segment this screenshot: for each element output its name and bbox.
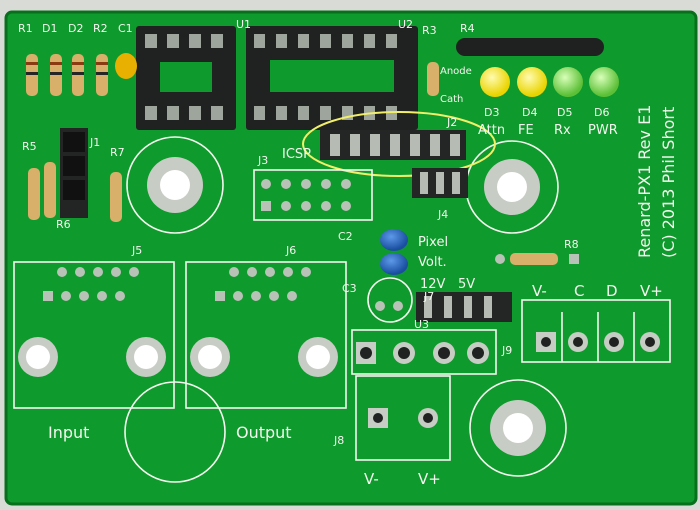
j5-outline bbox=[13, 261, 175, 409]
j3-pins bbox=[261, 179, 351, 211]
j5-pins bbox=[43, 267, 139, 301]
label-j9-vminus: V- bbox=[532, 282, 547, 300]
label-r2: R2 bbox=[93, 22, 108, 35]
u1-ic-socket bbox=[136, 26, 236, 130]
j3-outline bbox=[253, 169, 373, 221]
label-j6: J6 bbox=[285, 244, 296, 257]
label-j5: J5 bbox=[131, 244, 142, 257]
label-j1: J1 bbox=[89, 136, 100, 149]
status-leds bbox=[480, 67, 619, 97]
label-j2: J2 bbox=[446, 116, 457, 129]
c2-capacitors bbox=[380, 229, 408, 275]
u3-pads bbox=[356, 342, 489, 364]
label-icsp: ICSP bbox=[282, 147, 311, 162]
label-j3: J3 bbox=[257, 154, 268, 167]
j9-pads bbox=[536, 332, 660, 352]
label-j9-vplus: V+ bbox=[640, 282, 663, 300]
u2-ic-socket bbox=[246, 26, 418, 130]
mounting-hole-bottom-right bbox=[469, 379, 567, 477]
label-r3: R3 bbox=[422, 24, 437, 37]
label-j7: J7 bbox=[423, 290, 434, 303]
mounting-hole-top-left bbox=[126, 136, 224, 234]
label-volt: Volt. bbox=[418, 255, 447, 270]
j8-pads bbox=[368, 408, 438, 428]
label-d1: D1 bbox=[42, 22, 57, 35]
label-r5: R5 bbox=[22, 140, 37, 153]
label-c3: C3 bbox=[342, 282, 357, 295]
label-r1: R1 bbox=[18, 22, 33, 35]
j6-jack-holes bbox=[190, 337, 338, 377]
label-fe: FE bbox=[518, 123, 534, 138]
label-c1: C1 bbox=[118, 22, 133, 35]
label-j8-vminus: V- bbox=[364, 470, 379, 488]
r8-resistor bbox=[510, 253, 558, 265]
label-u2: U2 bbox=[398, 18, 413, 31]
label-rx: Rx bbox=[554, 123, 571, 138]
label-j9-d: D bbox=[606, 282, 618, 300]
j8-outline bbox=[355, 375, 451, 461]
io-circle-outline bbox=[124, 381, 226, 483]
label-r8: R8 bbox=[564, 238, 579, 251]
highlight-ellipse bbox=[302, 111, 496, 177]
j9-outline bbox=[521, 299, 671, 363]
label-c2: C2 bbox=[338, 230, 353, 243]
board-copyright: (C) 2013 Phil Short bbox=[659, 107, 678, 258]
label-d2: D2 bbox=[68, 22, 83, 35]
j6-pins bbox=[215, 267, 311, 301]
j5-jack-holes bbox=[18, 337, 166, 377]
r3-resistor bbox=[427, 62, 439, 96]
label-r6: R6 bbox=[56, 218, 71, 231]
label-d6: D6 bbox=[594, 106, 609, 119]
j4-header bbox=[412, 168, 468, 198]
label-output: Output bbox=[236, 423, 292, 442]
label-anode: Anode bbox=[440, 66, 472, 77]
label-input: Input bbox=[48, 423, 89, 442]
label-u1: U1 bbox=[236, 18, 251, 31]
j7-voltage-header bbox=[416, 292, 512, 322]
label-j9-c: C bbox=[574, 282, 584, 300]
label-r7: R7 bbox=[110, 146, 125, 159]
mounting-hole-top-right bbox=[465, 140, 559, 234]
label-j8-vplus: V+ bbox=[418, 470, 441, 488]
board-title: Renard-PX1 Rev E1 bbox=[635, 105, 654, 258]
label-pwr: PWR bbox=[588, 123, 618, 138]
label-cathode: Cath bbox=[440, 94, 463, 105]
j1-jumper-header bbox=[60, 128, 88, 218]
icsp-header bbox=[320, 130, 466, 160]
resistors-left bbox=[28, 162, 122, 222]
u3-outline bbox=[351, 329, 497, 375]
label-j8: J8 bbox=[333, 434, 344, 447]
label-d4: D4 bbox=[522, 106, 537, 119]
r4-resistor-network bbox=[456, 38, 604, 56]
label-j9: J9 bbox=[501, 344, 512, 357]
label-d5: D5 bbox=[557, 106, 572, 119]
label-d3: D3 bbox=[484, 106, 499, 119]
label-12v: 12V bbox=[420, 277, 446, 292]
label-pixel: Pixel bbox=[418, 235, 448, 250]
c1-capacitor bbox=[115, 53, 137, 79]
j6-outline bbox=[185, 261, 347, 409]
label-5v: 5V bbox=[458, 277, 475, 292]
label-u3: U3 bbox=[414, 318, 429, 331]
label-r4: R4 bbox=[460, 22, 475, 35]
label-attn: Attn bbox=[478, 123, 505, 138]
resistors-top-left bbox=[26, 54, 108, 96]
label-j4: J4 bbox=[437, 208, 448, 221]
